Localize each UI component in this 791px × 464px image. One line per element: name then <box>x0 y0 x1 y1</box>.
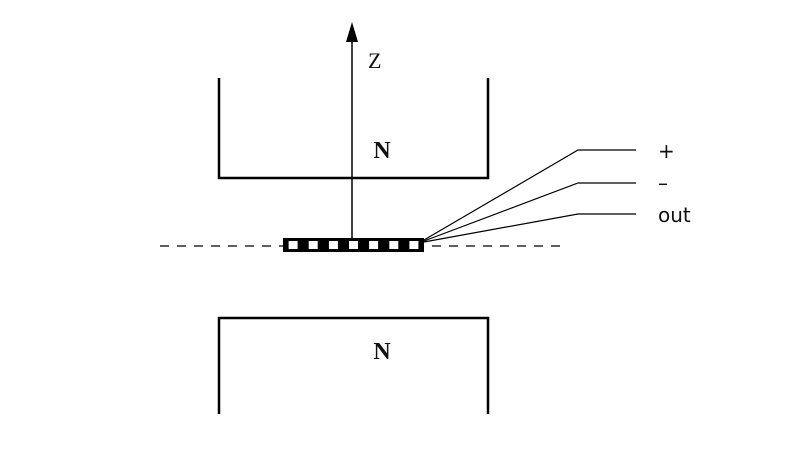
wire-label-out: out <box>658 203 691 227</box>
sensor-segment <box>349 241 358 249</box>
sensor-segment <box>308 241 318 249</box>
sensor-bar <box>283 238 424 252</box>
sensor-segment <box>389 241 399 249</box>
sensor-segment <box>369 241 379 249</box>
lead-wires <box>423 149 636 243</box>
sensor-segment <box>288 241 298 249</box>
top-magnet <box>217 78 490 180</box>
wire-minus <box>423 182 636 242</box>
z-axis-arrowhead <box>346 22 358 42</box>
sensor-segment <box>328 241 338 249</box>
wire-plus <box>423 149 636 241</box>
z-axis-label: Z <box>368 48 381 73</box>
wire-label-plus: + <box>658 139 675 163</box>
bottom-magnet <box>217 316 490 414</box>
sensor-segment <box>409 241 419 249</box>
wire-out <box>423 213 636 243</box>
wire-label-minus: – <box>658 171 668 195</box>
sensor-segments <box>288 241 419 249</box>
top-magnet-label: N <box>373 138 391 164</box>
bottom-magnet-label: N <box>373 339 391 365</box>
